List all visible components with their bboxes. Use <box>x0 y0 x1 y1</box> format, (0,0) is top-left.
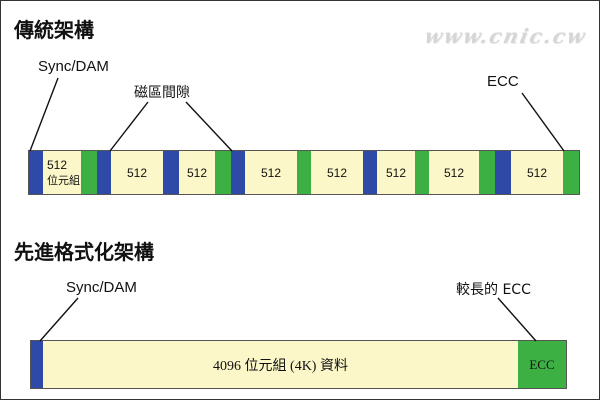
long-ecc-block-label: ECC <box>529 356 555 372</box>
sector-data-block: 512 <box>429 151 479 194</box>
sync-dam-block <box>495 151 511 194</box>
gap-callout-line-left <box>109 101 149 152</box>
traditional-ecc-label: ECC <box>487 73 519 90</box>
advanced-title: 先進格式化架構 <box>14 240 154 264</box>
advanced-track: 4096 位元組 (4K) 資料 ECC <box>30 340 567 389</box>
advanced-sync-label: Sync/DAM <box>66 279 137 296</box>
ecc-block <box>479 151 495 194</box>
sync-dam-block <box>163 151 179 194</box>
sector-data-block: 512 位元組 <box>43 151 81 194</box>
first-sector-label: 512 位元組 <box>47 158 80 188</box>
sector-gap-label: 磁區間隙 <box>134 85 190 101</box>
ecc-block <box>81 151 97 194</box>
gap-callout-line-right <box>185 101 233 152</box>
data-4k-block: 4096 位元組 (4K) 資料 <box>43 341 518 388</box>
first-sector-size: 512 <box>47 157 68 172</box>
advanced-sync-callout-line <box>39 297 79 342</box>
traditional-title: 傳統架構 <box>14 18 94 42</box>
sector-data-block: 512 <box>111 151 163 194</box>
data-4k-label: 4096 位元組 (4K) 資料 <box>213 358 348 374</box>
ecc-block <box>297 151 311 194</box>
sync-dam-block <box>231 151 245 194</box>
sync-callout-line <box>29 77 59 152</box>
ecc-block <box>563 151 579 194</box>
ecc-block <box>415 151 429 194</box>
sector-data-block: 512 <box>245 151 297 194</box>
advanced-ecc-callout-line <box>497 297 537 342</box>
long-ecc-block: ECC <box>518 341 566 388</box>
advanced-ecc-label: 較長的 ECC <box>456 282 531 298</box>
sector-data-block: 512 <box>511 151 563 194</box>
sync-dam-block <box>29 151 43 194</box>
sector-data-block: 512 <box>311 151 363 194</box>
sync-dam-block <box>31 341 43 388</box>
first-sector-unit: 位元組 <box>47 173 80 187</box>
sector-data-block: 512 <box>179 151 215 194</box>
traditional-sync-label: Sync/DAM <box>38 58 109 75</box>
sync-dam-block <box>363 151 377 194</box>
sync-dam-block <box>97 151 111 194</box>
traditional-track: 512 位元組 512 512 512 512 512 512 512 <box>28 150 580 195</box>
ecc-block <box>215 151 231 194</box>
ecc-callout-line <box>521 92 565 152</box>
sector-data-block: 512 <box>377 151 415 194</box>
